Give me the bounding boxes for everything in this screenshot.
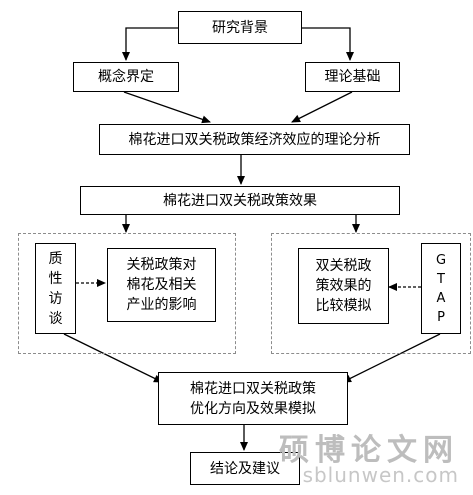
node-concept-definition-label: 概念界定 <box>98 69 154 85</box>
connector-concept-to-analysis <box>123 91 211 124</box>
node-theory-basis: 理论基础 <box>305 62 400 92</box>
node-policy-effect: 棉花进口双关税政策效果 <box>80 186 400 215</box>
watermark-url: sblunwen.com <box>302 463 459 487</box>
node-theory-basis-label: 理论基础 <box>324 69 381 85</box>
watermark-title: 硕博论文网 <box>279 433 459 468</box>
site-watermark: 硕博论文网 sblunwen.com <box>277 425 467 489</box>
node-research-background: 研究背景 <box>178 11 302 44</box>
node-policy-impact: 关税政策对 棉花及相关 产业的影响 <box>107 248 216 322</box>
node-qualitative-interview-char: 性 <box>48 270 63 287</box>
node-effect-comparison: 双关税政 策效果的 比较模拟 <box>298 248 389 324</box>
node-gtap-char: T <box>437 271 445 287</box>
connector-background-to-theory <box>302 27 354 61</box>
right-method-group <box>271 233 471 354</box>
node-qualitative-interview: 质 性 访 谈 <box>35 243 76 334</box>
node-gtap-char: A <box>436 290 446 306</box>
node-policy-impact-line: 产业的影响 <box>126 297 197 313</box>
node-theory-analysis: 棉花进口双关税政策经济效应的理论分析 <box>99 124 410 155</box>
node-optimization-line: 棉花进口双关税政策 <box>190 380 316 397</box>
node-conclusion: 结论及建议 <box>190 452 300 485</box>
node-gtap-char: P <box>437 309 445 325</box>
connector-theory-to-analysis <box>291 91 353 123</box>
left-method-group <box>18 233 236 354</box>
connector-right-to-optimize <box>342 333 441 383</box>
node-policy-impact-line: 棉花及相关 <box>126 277 197 293</box>
node-effect-comparison-line: 双关税政 <box>315 258 372 274</box>
connector-background-to-concept <box>122 27 178 61</box>
connector-left-to-optimize <box>63 333 163 383</box>
node-effect-comparison-line: 策效果的 <box>315 278 372 294</box>
node-optimization-line: 优化方向及效果模拟 <box>190 400 316 417</box>
node-qualitative-interview-char: 质 <box>48 250 63 267</box>
node-conclusion-label: 结论及建议 <box>210 460 280 477</box>
node-qualitative-interview-char: 访 <box>48 290 63 307</box>
node-optimization: 棉花进口双关税政策 优化方向及效果模拟 <box>158 372 348 425</box>
node-qualitative-interview-char: 谈 <box>48 310 63 327</box>
node-policy-effect-label: 棉花进口双关税政策效果 <box>163 192 317 209</box>
node-gtap: G T A P <box>421 243 461 334</box>
node-concept-definition: 概念界定 <box>73 62 179 92</box>
node-effect-comparison-line: 比较模拟 <box>315 298 372 314</box>
node-research-background-label: 研究背景 <box>212 19 268 36</box>
node-theory-analysis-label: 棉花进口双关税政策经济效应的理论分析 <box>128 131 381 148</box>
node-policy-impact-line: 关税政策对 <box>126 257 197 273</box>
node-gtap-char: G <box>435 252 447 268</box>
